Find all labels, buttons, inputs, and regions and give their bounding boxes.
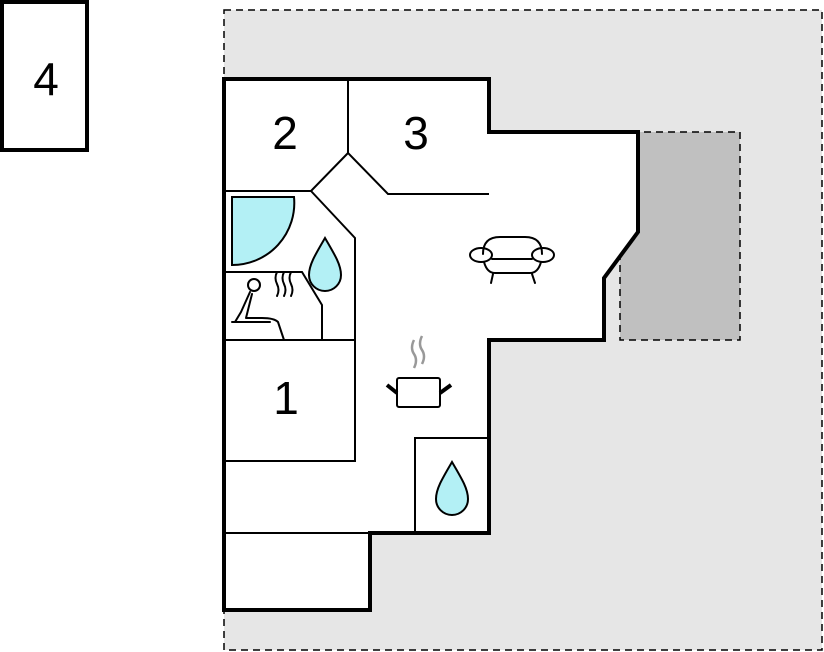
water-drop-icon: [307, 236, 343, 292]
interior-walls: [224, 79, 490, 534]
house-outline: [222, 77, 640, 612]
cooking-pot-icon: [385, 335, 453, 408]
water-drop-icon: [434, 460, 470, 516]
label-room-3: 3: [403, 107, 429, 159]
label-room-2: 2: [272, 107, 298, 159]
shower-icon: [231, 196, 296, 267]
sauna-icon: [231, 271, 294, 341]
label-room-1: 1: [273, 372, 299, 424]
label-building-4: 4: [33, 53, 59, 105]
building-4: [0, 0, 89, 152]
sofa-icon: [469, 236, 555, 284]
